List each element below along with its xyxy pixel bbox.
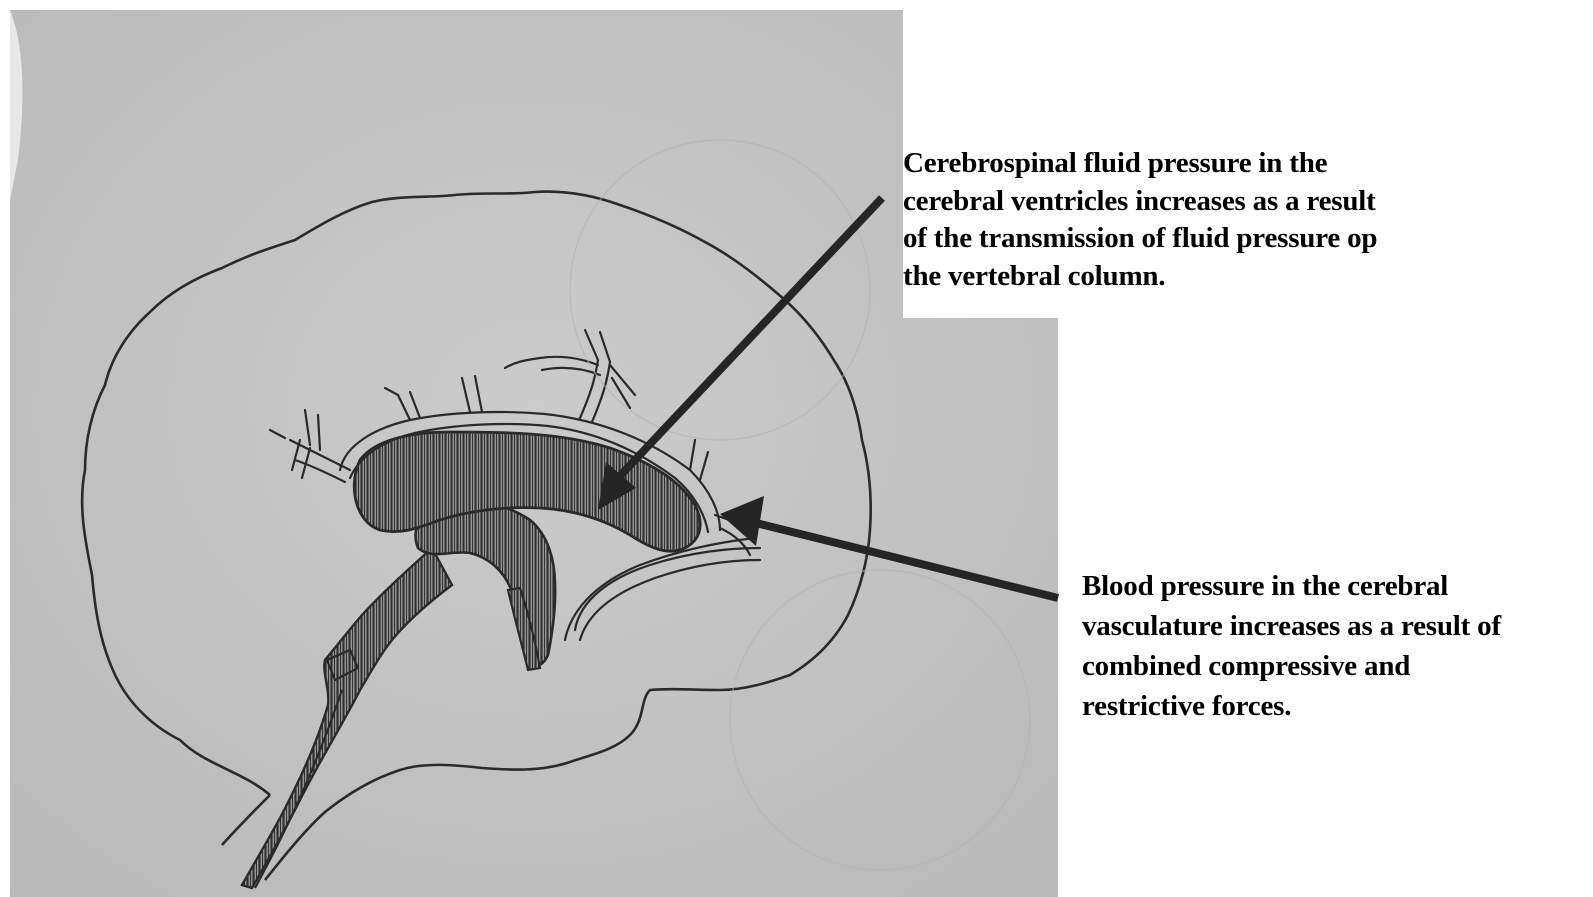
csf-caption-line: of the transmission of fluid pressure op [903,220,1377,258]
csf-caption-line: the vertebral column. [903,258,1377,296]
csf-caption-line: cerebral ventricles increases as a resul… [903,183,1377,221]
blood-pressure-caption: Blood pressure in the cerebral vasculatu… [1082,566,1501,726]
csf-caption-line: Cerebrospinal fluid pressure in the [903,145,1377,183]
csf-pressure-caption: Cerebrospinal fluid pressure in the cere… [903,145,1383,295]
blood-caption-line: restrictive forces. [1082,686,1501,726]
blood-caption-line: vasculature increases as a result of [1082,606,1501,646]
blood-caption-line: Blood pressure in the cerebral [1082,566,1501,606]
blood-caption-line: combined compressive and [1082,646,1501,686]
